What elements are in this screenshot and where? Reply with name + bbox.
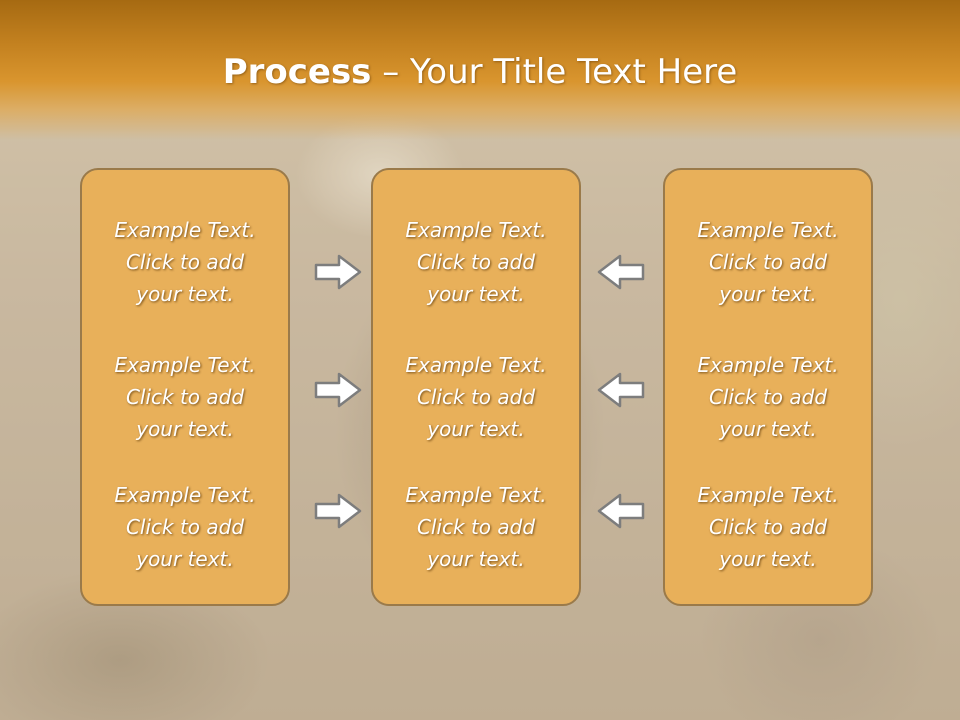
text-box-left[interactable]: Example Text. Click to add your text. Ex… xyxy=(80,168,290,606)
text-line: your text. xyxy=(427,417,525,441)
text-block[interactable]: Example Text. Click to add your text. xyxy=(82,214,288,310)
text-line: Example Text. xyxy=(405,218,547,242)
text-line: Example Text. xyxy=(697,218,839,242)
text-line: Click to add xyxy=(125,250,245,274)
title-bar xyxy=(0,0,960,140)
text-line: your text. xyxy=(136,417,234,441)
arrow-left-icon[interactable] xyxy=(596,491,646,531)
slide-title[interactable]: Process – Your Title Text Here xyxy=(0,52,960,92)
text-line: your text. xyxy=(136,282,234,306)
text-block[interactable]: Example Text. Click to add your text. xyxy=(373,214,579,310)
text-line: Example Text. xyxy=(405,353,547,377)
slide-title-bold: Process xyxy=(222,52,372,92)
text-line: Click to add xyxy=(708,515,828,539)
text-block[interactable]: Example Text. Click to add your text. xyxy=(373,349,579,445)
text-line: Example Text. xyxy=(405,483,547,507)
arrow-left-icon[interactable] xyxy=(596,370,646,410)
text-box-center[interactable]: Example Text. Click to add your text. Ex… xyxy=(371,168,581,606)
text-line: Click to add xyxy=(416,385,536,409)
text-line: Example Text. xyxy=(114,483,256,507)
text-line: your text. xyxy=(427,282,525,306)
text-line: your text. xyxy=(719,547,817,571)
arrow-right-icon[interactable] xyxy=(313,252,363,292)
slide-title-rest: – Your Title Text Here xyxy=(371,52,738,92)
text-line: Click to add xyxy=(416,515,536,539)
text-line: your text. xyxy=(427,547,525,571)
text-line: your text. xyxy=(136,547,234,571)
text-block[interactable]: Example Text. Click to add your text. xyxy=(665,214,871,310)
text-block[interactable]: Example Text. Click to add your text. xyxy=(82,479,288,575)
text-line: Example Text. xyxy=(697,483,839,507)
text-line: Example Text. xyxy=(697,353,839,377)
text-line: Example Text. xyxy=(114,353,256,377)
arrow-left-icon[interactable] xyxy=(596,252,646,292)
text-block[interactable]: Example Text. Click to add your text. xyxy=(82,349,288,445)
text-block[interactable]: Example Text. Click to add your text. xyxy=(665,349,871,445)
text-line: Click to add xyxy=(416,250,536,274)
text-line: Click to add xyxy=(125,515,245,539)
text-line: Click to add xyxy=(708,385,828,409)
text-line: your text. xyxy=(719,282,817,306)
text-line: Click to add xyxy=(125,385,245,409)
text-block[interactable]: Example Text. Click to add your text. xyxy=(665,479,871,575)
text-block[interactable]: Example Text. Click to add your text. xyxy=(373,479,579,575)
arrow-right-icon[interactable] xyxy=(313,370,363,410)
arrow-right-icon[interactable] xyxy=(313,491,363,531)
text-line: Click to add xyxy=(708,250,828,274)
text-box-right[interactable]: Example Text. Click to add your text. Ex… xyxy=(663,168,873,606)
text-line: Example Text. xyxy=(114,218,256,242)
text-line: your text. xyxy=(719,417,817,441)
